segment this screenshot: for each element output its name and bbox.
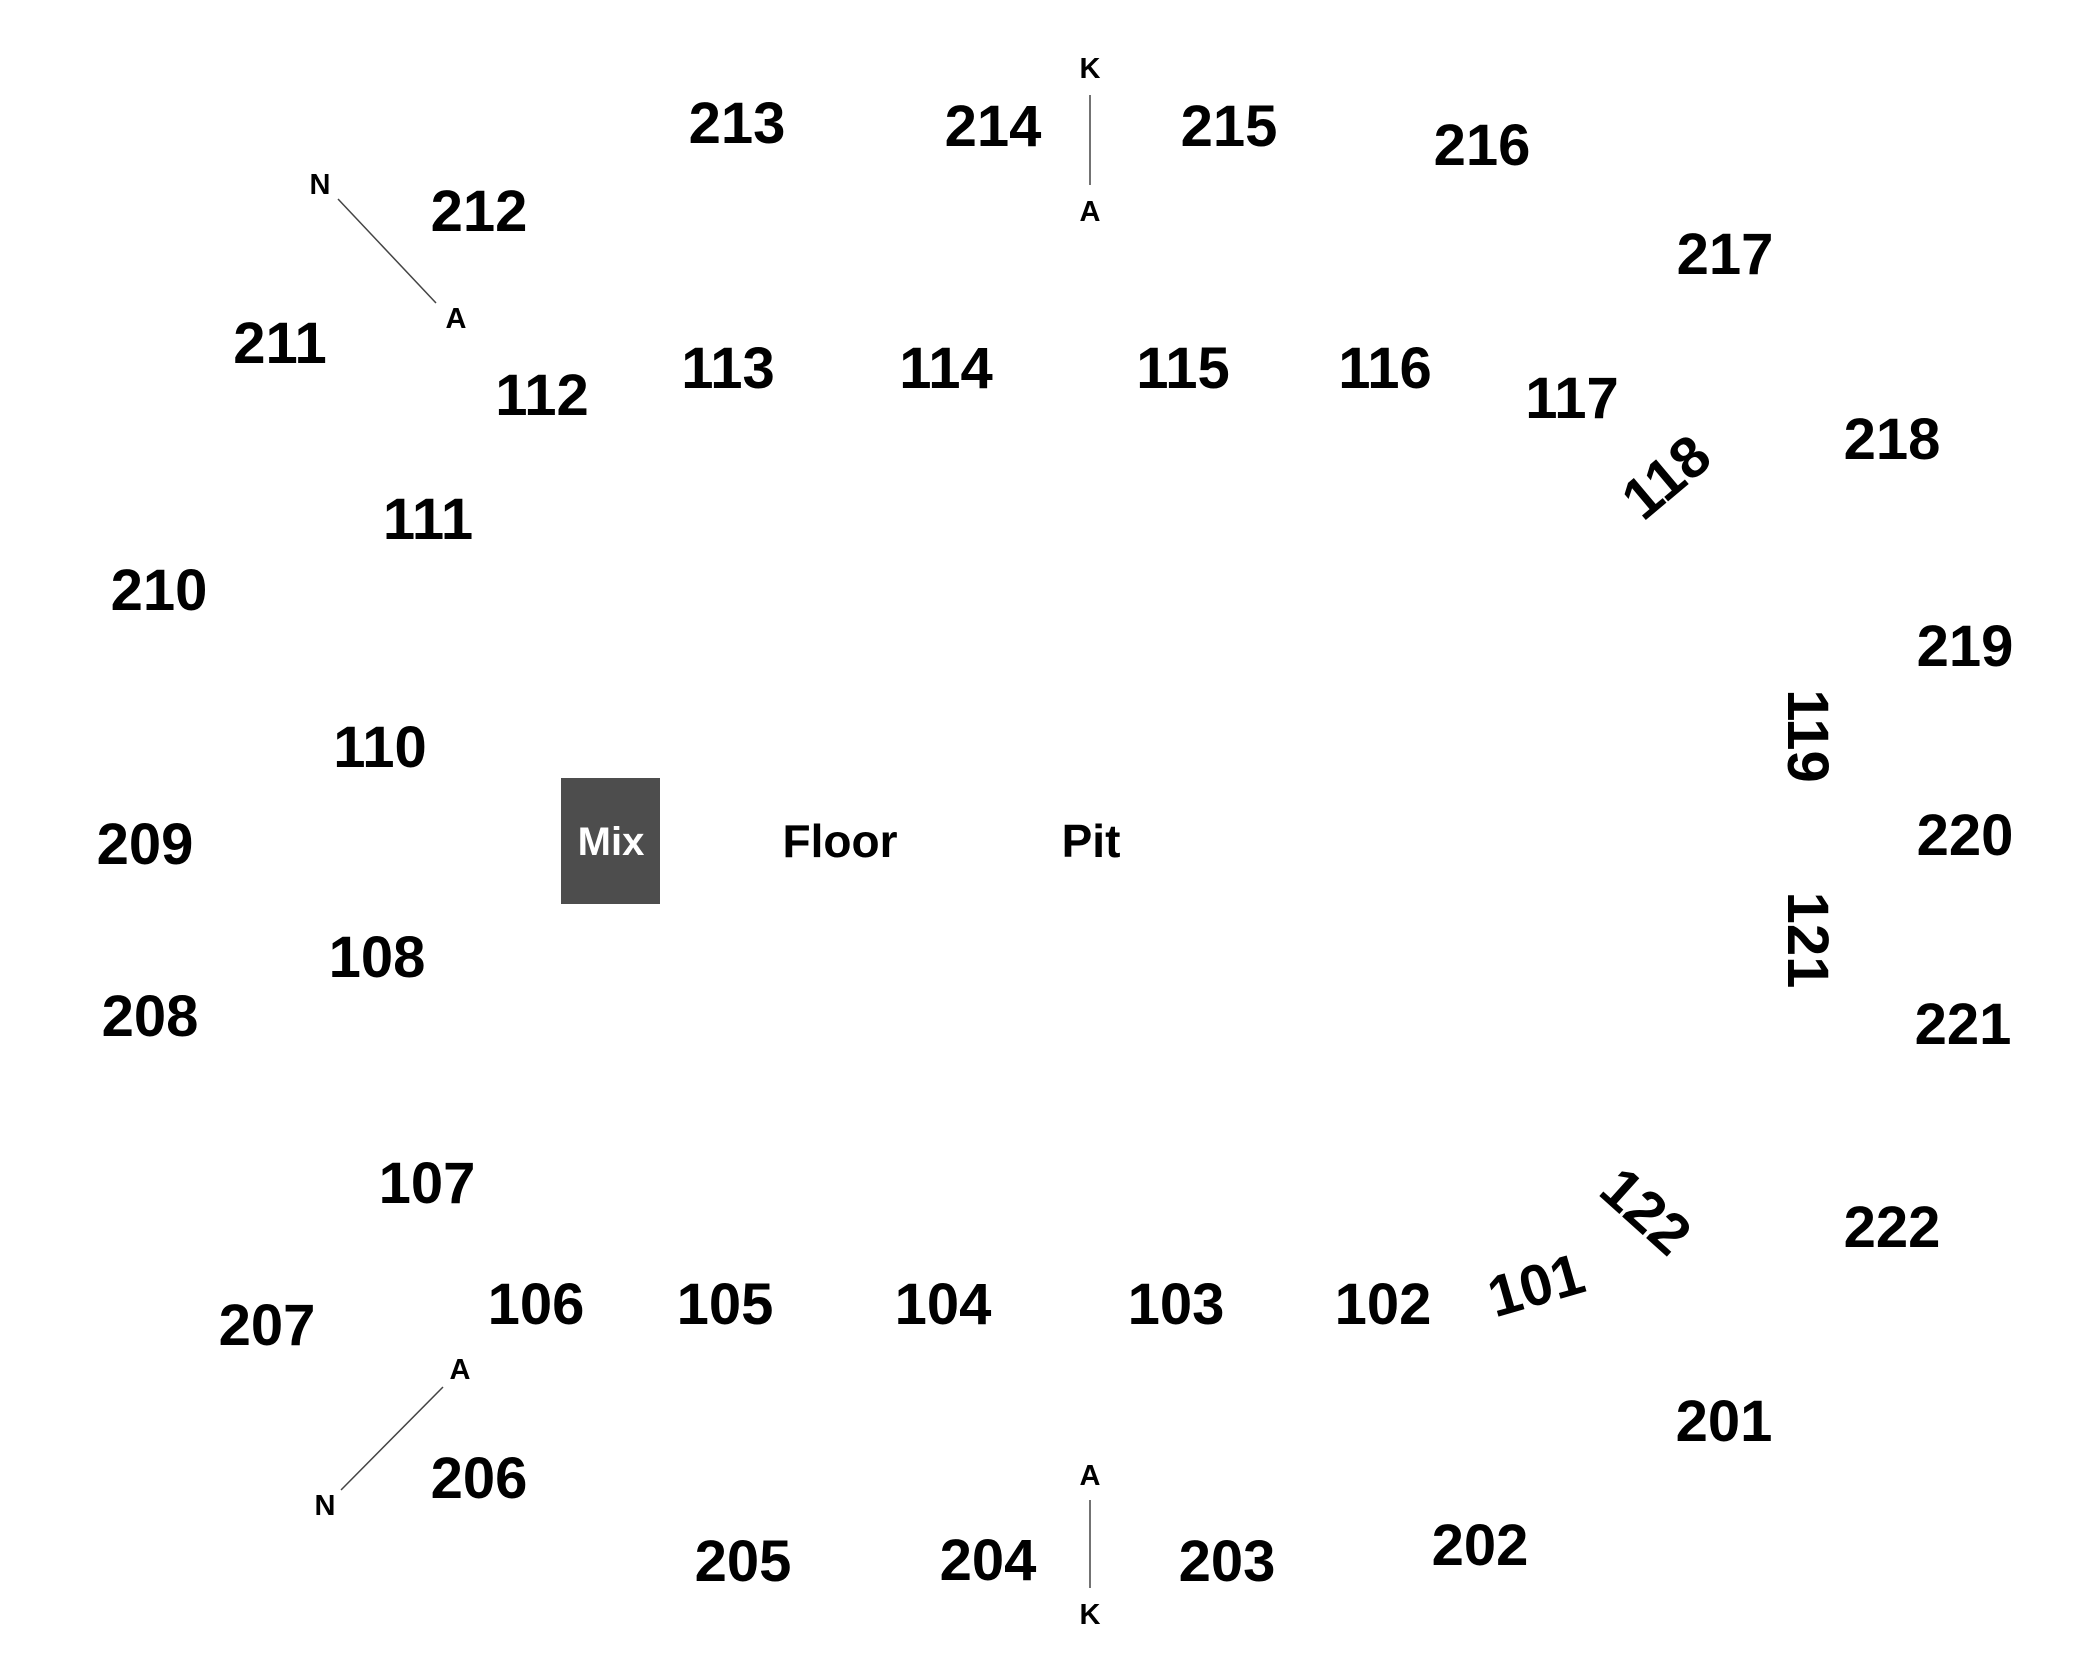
section-103[interactable]: 103: [1128, 1272, 1225, 1337]
section-111[interactable]: 111: [383, 487, 473, 552]
section-218[interactable]: 218: [1844, 407, 1941, 472]
section-202[interactable]: 202: [1432, 1513, 1529, 1578]
section-115[interactable]: 115: [1136, 336, 1230, 401]
pit-label[interactable]: Pit: [1062, 815, 1121, 867]
row-marker-n: N: [315, 1490, 336, 1522]
section-209[interactable]: 209: [97, 812, 194, 877]
row-marker-a: A: [446, 303, 467, 335]
row-guide-top-center: K A: [1080, 53, 1101, 228]
section-203[interactable]: 203: [1179, 1529, 1276, 1594]
section-118[interactable]: 118: [1610, 422, 1723, 532]
section-116[interactable]: 116: [1338, 336, 1432, 401]
section-217[interactable]: 217: [1677, 222, 1774, 287]
section-105[interactable]: 105: [677, 1272, 774, 1337]
section-114[interactable]: 114: [899, 336, 993, 401]
section-104[interactable]: 104: [895, 1272, 992, 1337]
section-220[interactable]: 220: [1917, 803, 2014, 868]
mix-label: Mix: [578, 820, 645, 864]
section-122[interactable]: 122: [1588, 1155, 1703, 1268]
row-marker-k: K: [1080, 1599, 1101, 1631]
section-211[interactable]: 211: [233, 311, 327, 376]
row-guide-line: [340, 1386, 444, 1491]
row-guide-bottom-left: A N: [315, 1354, 471, 1522]
row-marker-a: A: [450, 1354, 471, 1386]
section-214[interactable]: 214: [945, 94, 1042, 159]
section-121[interactable]: 121: [1775, 892, 1840, 989]
section-212[interactable]: 212: [431, 179, 528, 244]
section-110[interactable]: 110: [333, 715, 427, 780]
section-102[interactable]: 102: [1335, 1272, 1432, 1337]
section-213[interactable]: 213: [689, 91, 786, 156]
floor-label[interactable]: Floor: [783, 815, 898, 867]
section-113[interactable]: 113: [681, 336, 775, 401]
section-219[interactable]: 219: [1917, 614, 2014, 679]
mix-box: [561, 778, 660, 904]
mix-position[interactable]: Mix: [561, 778, 660, 904]
section-207[interactable]: 207: [219, 1293, 316, 1358]
section-222[interactable]: 222: [1844, 1195, 1941, 1260]
section-117[interactable]: 117: [1525, 366, 1619, 431]
section-208[interactable]: 208: [102, 984, 199, 1049]
section-101[interactable]: 101: [1481, 1241, 1592, 1330]
section-119[interactable]: 119: [1775, 689, 1840, 783]
section-107[interactable]: 107: [379, 1151, 476, 1216]
section-221[interactable]: 221: [1915, 992, 2012, 1057]
row-marker-k: K: [1080, 53, 1101, 85]
row-marker-a: A: [1080, 196, 1101, 228]
row-marker-a: A: [1080, 1460, 1101, 1492]
section-204[interactable]: 204: [940, 1528, 1037, 1593]
section-216[interactable]: 216: [1434, 113, 1531, 178]
section-206[interactable]: 206: [431, 1446, 528, 1511]
section-210[interactable]: 210: [111, 558, 208, 623]
row-guide-top-left: N A: [310, 169, 467, 335]
row-guide-bottom-center: A K: [1080, 1460, 1101, 1631]
section-112[interactable]: 112: [495, 363, 589, 428]
section-106[interactable]: 106: [488, 1272, 585, 1337]
section-108[interactable]: 108: [329, 925, 426, 990]
row-guide-line: [337, 198, 437, 304]
section-201[interactable]: 201: [1676, 1389, 1773, 1454]
section-205[interactable]: 205: [695, 1529, 792, 1594]
row-marker-n: N: [310, 169, 331, 201]
section-215[interactable]: 215: [1181, 94, 1278, 159]
